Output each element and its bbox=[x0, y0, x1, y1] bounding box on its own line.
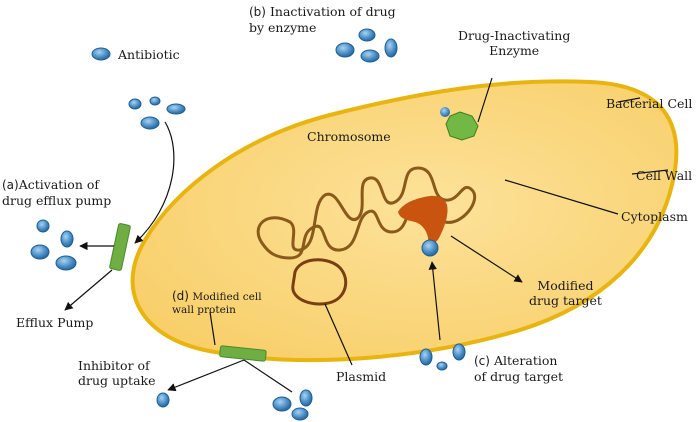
arrows bbox=[64, 77, 669, 393]
label-a-efflux-activation: (a)Activation of drug efflux pump bbox=[2, 177, 111, 208]
label-enzyme-line1: Drug-Inactivating bbox=[458, 28, 571, 43]
label-modified-target: Modified drug target bbox=[529, 278, 602, 308]
label-a-line1: Activation of bbox=[18, 177, 100, 192]
modified-cell-wall-protein bbox=[219, 345, 267, 362]
label-efflux-pump: Efflux Pump bbox=[16, 315, 94, 330]
label-enzyme-line2: Enzyme bbox=[489, 43, 540, 58]
label-bacterial-cell: Bacterial Cell bbox=[606, 96, 693, 111]
label-inhibitor: Inhibitor of drug uptake bbox=[78, 358, 156, 388]
label-enzyme: Drug-Inactivating Enzyme bbox=[458, 28, 570, 58]
label-modified-target-line1: Modified bbox=[537, 278, 594, 293]
drug-inactivating-enzyme bbox=[445, 111, 479, 141]
marker-d: (d) bbox=[172, 289, 189, 303]
antibiotic-molecules bbox=[30, 28, 466, 421]
label-inhibitor-line1: Inhibitor of bbox=[78, 358, 150, 373]
label-a-line2: drug efflux pump bbox=[2, 193, 112, 208]
label-modified-target-line2: drug target bbox=[529, 293, 602, 308]
efflux-pump bbox=[109, 223, 131, 271]
chromosome-strand bbox=[256, 166, 477, 260]
antibiotic-label: Antibiotic bbox=[118, 47, 180, 62]
bound-drug-molecule bbox=[421, 239, 439, 257]
label-inhibitor-line2: drug uptake bbox=[78, 373, 156, 388]
label-plasmid: Plasmid bbox=[336, 369, 387, 384]
label-c-alteration: (c) Alteration of drug target bbox=[474, 353, 563, 384]
label-d-line2: wall protein bbox=[172, 304, 236, 316]
marker-c: (c) bbox=[474, 354, 490, 368]
label-cell-wall: Cell Wall bbox=[636, 168, 693, 183]
marker-a: (a) bbox=[2, 178, 19, 192]
label-b-line1: Inactivation of drug bbox=[269, 4, 396, 19]
modified-drug-target bbox=[398, 195, 448, 244]
label-b-inactivation: (b) Inactivation of drug by enzyme bbox=[249, 4, 396, 35]
enzyme-bound-drug bbox=[440, 107, 450, 117]
label-d-modified-protein: (d) Modified cell wall protein bbox=[172, 290, 262, 317]
label-cytoplasm: Cytoplasm bbox=[621, 209, 688, 224]
label-b-line2: by enzyme bbox=[249, 20, 317, 35]
label-c-line1: Alteration bbox=[493, 353, 558, 368]
label-chromosome: Chromosome bbox=[307, 129, 391, 144]
label-c-line2: of drug target bbox=[474, 369, 564, 384]
label-d-line1: Modified cell bbox=[192, 291, 262, 303]
plasmid-ring bbox=[291, 258, 348, 306]
marker-b: (b) bbox=[249, 5, 266, 19]
